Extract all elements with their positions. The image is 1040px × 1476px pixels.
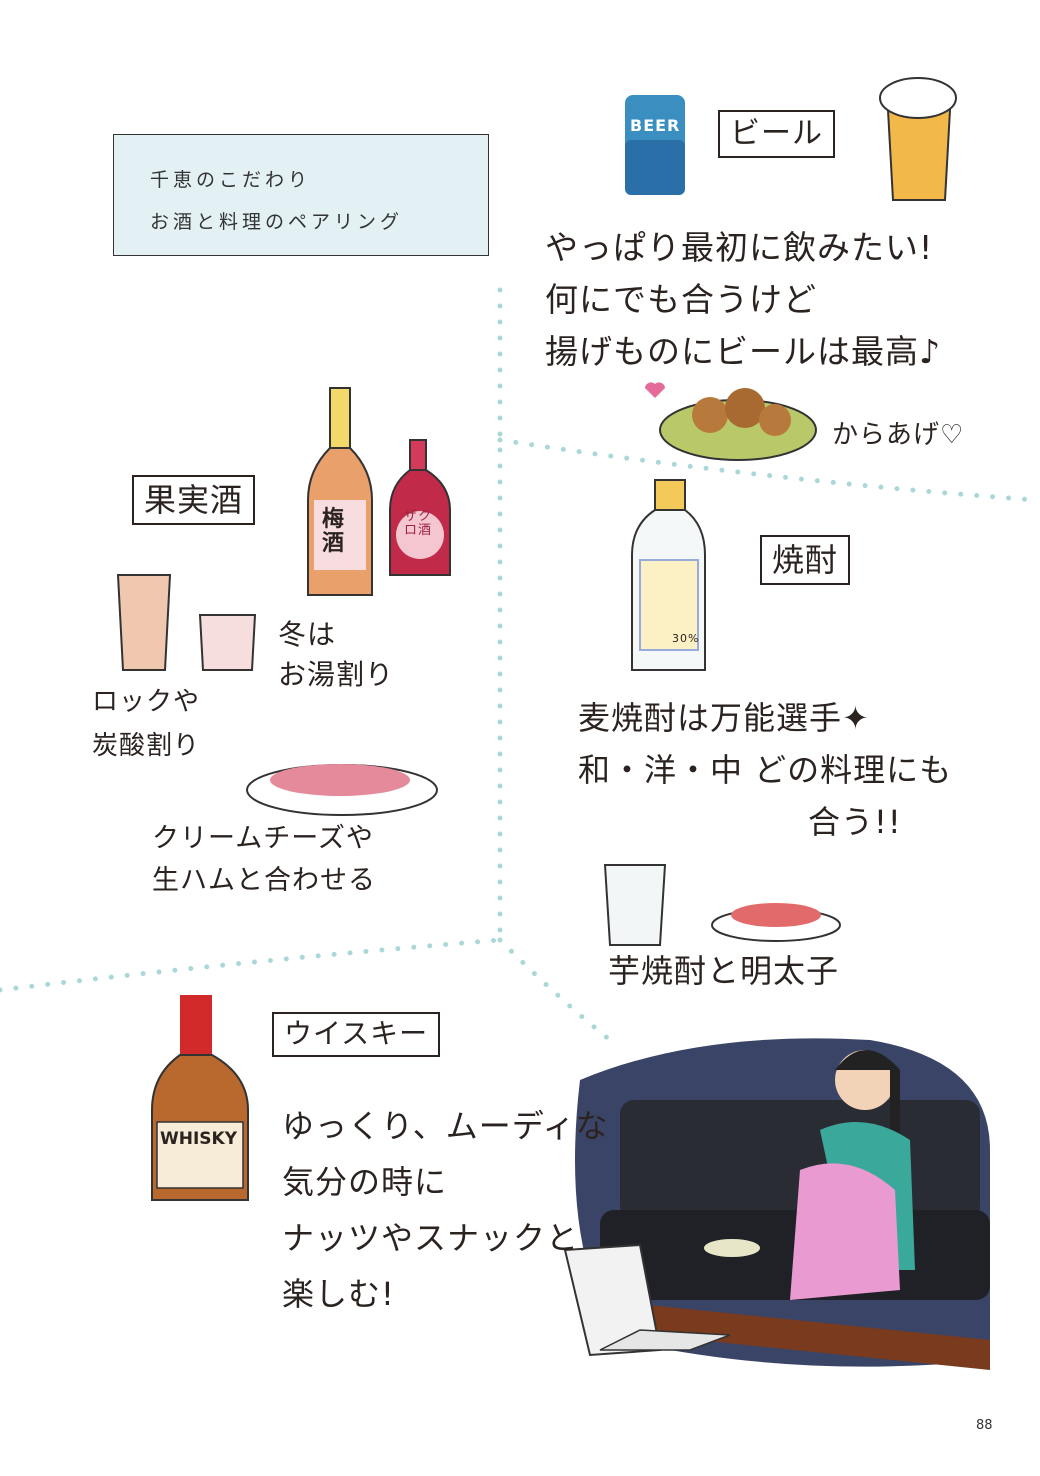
beer-can-icon bbox=[625, 95, 685, 195]
fruit-wine-label: 果実酒 bbox=[132, 475, 256, 526]
beer-text-line: やっぱり最初に飲みたい! bbox=[545, 228, 934, 267]
rock-glass-icon bbox=[116, 574, 172, 671]
ham-caption: クリームチーズや 生ハムと合わせる bbox=[152, 818, 376, 902]
title-line-1: 千恵のこだわり bbox=[150, 169, 312, 191]
shochu-text: 麦焼酎は万能選手✦ 和・洋・中 どの料理にも 合う!! bbox=[578, 692, 952, 848]
mentaiko-caption: 芋焼酎と明太子 bbox=[608, 952, 840, 990]
beer-can-text: BEER bbox=[630, 116, 681, 135]
beer-text: やっぱり最初に飲みたい! 何にでも合うけど 揚げものにビールは最高♪ bbox=[545, 222, 941, 378]
title-box: 千恵のこだわり お酒と料理のペアリング bbox=[113, 134, 489, 256]
rock-caption: ロックや 炭酸割り bbox=[92, 680, 200, 768]
whisky-text-line: 気分の時に bbox=[282, 1163, 448, 1201]
karaage-caption: からあげ♡ bbox=[832, 420, 965, 450]
caption-line: クリームチーズや bbox=[152, 823, 374, 854]
shochu-text-line: 麦焼酎は万能選手✦ bbox=[578, 699, 870, 737]
whisky-text-line: ゆっくり、ムーディな bbox=[282, 1107, 609, 1145]
shochu-text-line: 合う!! bbox=[808, 803, 902, 841]
caption-line: お湯割り bbox=[278, 658, 395, 691]
umeshu-label: 梅酒 bbox=[322, 507, 346, 557]
winter-caption: 冬は お湯割り bbox=[278, 615, 394, 695]
caption-line: ロックや bbox=[92, 687, 201, 717]
shochu-glass-icon bbox=[603, 864, 667, 946]
caption-line: 炭酸割り bbox=[92, 731, 201, 761]
whisky-text: ゆっくり、ムーディな 気分の時に ナッツやスナックと 楽しむ! bbox=[282, 1098, 608, 1322]
zakuro-label: ザクロ酒 bbox=[404, 509, 433, 539]
caption-line: 生ハムと合わせる bbox=[152, 865, 376, 896]
whisky-text-line: ナッツやスナックと bbox=[282, 1219, 580, 1257]
beer-label: ビール bbox=[718, 110, 835, 158]
hot-glass-icon bbox=[198, 614, 257, 671]
title-line-2: お酒と料理のペアリング bbox=[150, 211, 404, 233]
whisky-label: ウイスキー bbox=[272, 1012, 441, 1057]
mentaiko-plate-icon bbox=[711, 903, 841, 942]
whisky-bottle-icon bbox=[151, 995, 249, 1201]
ham-plate-icon bbox=[246, 764, 438, 816]
zakuro-bottle-icon bbox=[389, 439, 451, 576]
whisky-bottle-text: WHISKY bbox=[160, 1129, 238, 1149]
shochu-label: 焼酎 bbox=[760, 535, 851, 586]
shochu-bottle-icon bbox=[631, 479, 706, 671]
karaage-plate-icon bbox=[645, 382, 817, 461]
relaxing-scene-illustration bbox=[563, 1038, 990, 1370]
shochu-bottle-text: 30% bbox=[672, 632, 700, 645]
umeshu-bottle-icon bbox=[307, 387, 373, 596]
page-number: 88 bbox=[976, 1418, 993, 1433]
shochu-text-line: 和・洋・中 どの料理にも bbox=[578, 751, 953, 789]
caption-line: 冬は bbox=[278, 618, 337, 651]
beer-text-line: 何にでも合うけど bbox=[545, 280, 817, 319]
whisky-text-line: 楽しむ! bbox=[282, 1275, 395, 1313]
beer-glass-icon bbox=[879, 77, 957, 201]
dotted-dividers bbox=[0, 287, 1038, 1043]
beer-text-line: 揚げものにビールは最高♪ bbox=[545, 332, 942, 371]
